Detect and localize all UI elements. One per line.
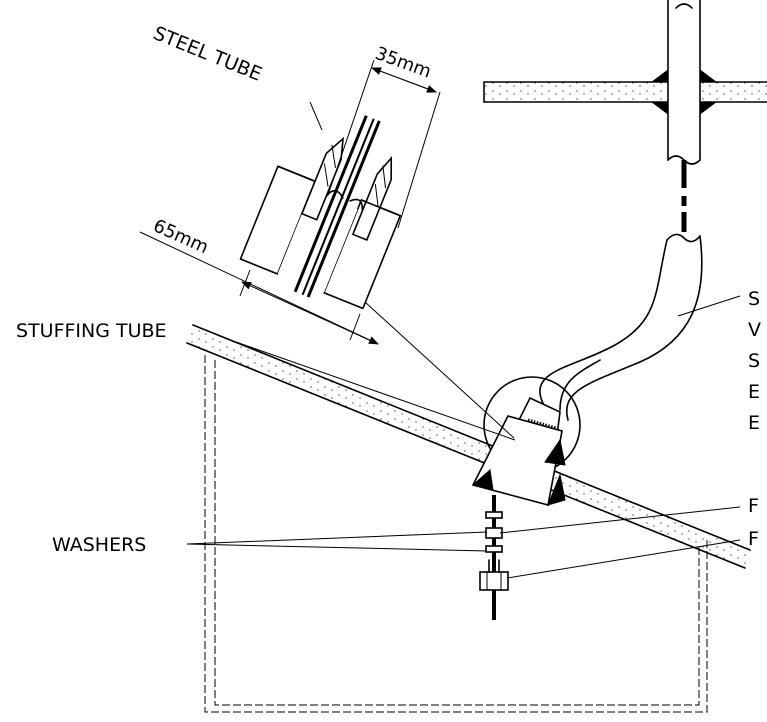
washers-and-nut xyxy=(479,495,509,620)
cut-label-2: V xyxy=(748,319,761,341)
top-pipe xyxy=(650,0,718,232)
top-deck-plate xyxy=(483,81,767,103)
cut-label-4: E xyxy=(748,381,760,403)
label-stuffing-tube: STUFFING TUBE xyxy=(16,320,167,342)
stuffing-tube-body xyxy=(471,376,581,507)
cut-label-7: F xyxy=(748,528,759,550)
leader-lines xyxy=(186,101,741,579)
cut-label-3: S xyxy=(748,350,760,372)
label-35mm: 35mm xyxy=(372,43,434,83)
dimension-65mm xyxy=(139,231,379,345)
curved-steel-tube xyxy=(539,233,741,421)
label-65mm: 65mm xyxy=(150,215,212,258)
label-washers: WASHERS xyxy=(52,534,146,556)
enclosure-box xyxy=(204,355,708,713)
cut-label-6: F xyxy=(748,495,759,517)
label-steel-tube: STEEL TUBE xyxy=(150,22,265,85)
sloped-deck-plate xyxy=(186,324,751,569)
right-cut-off-labels: S V S E E F F xyxy=(748,288,761,550)
dimension-35mm xyxy=(327,59,441,229)
cut-label-5: E xyxy=(748,412,760,434)
stuffing-tube-enlarged-detail xyxy=(239,115,402,310)
cut-label-1: S xyxy=(748,288,760,310)
